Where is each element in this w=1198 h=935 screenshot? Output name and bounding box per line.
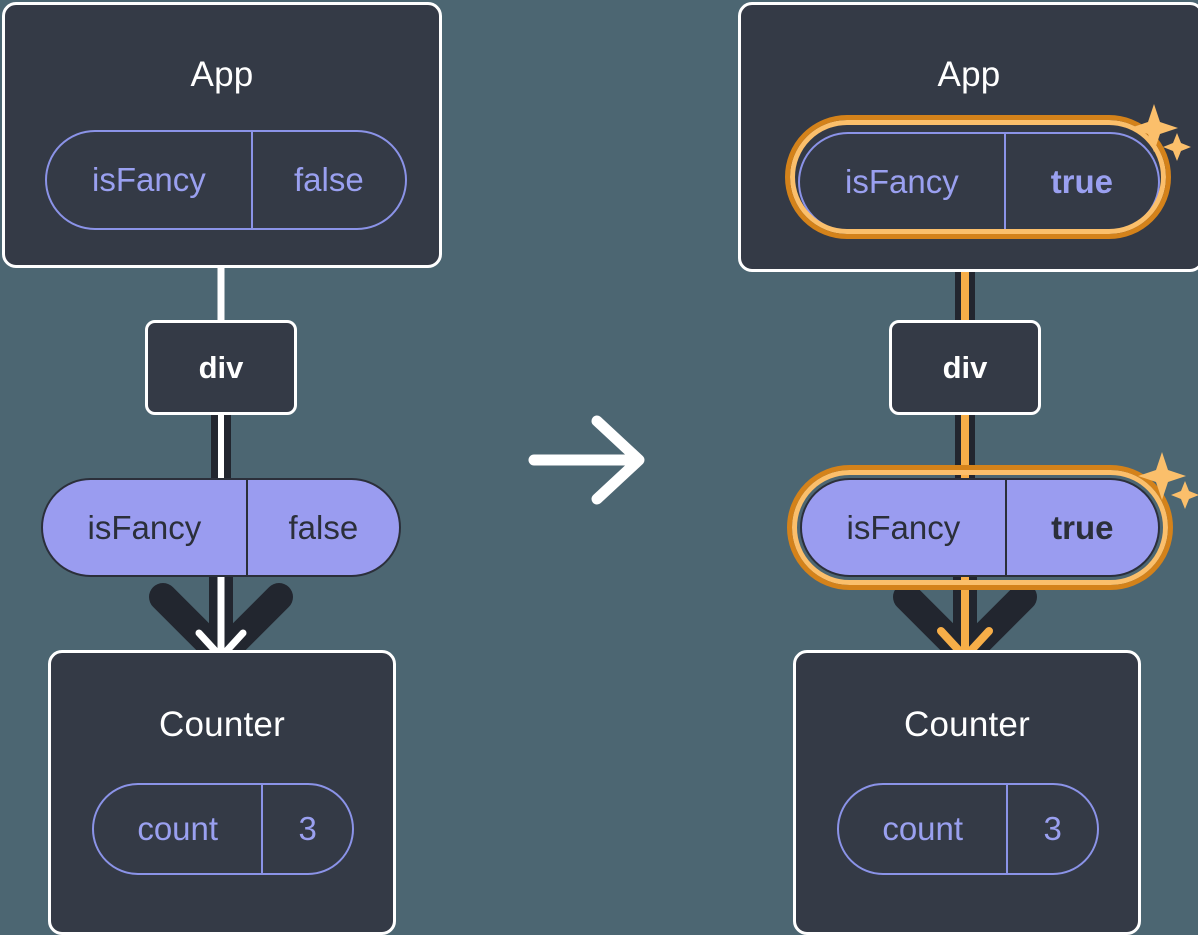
app-title-before: App xyxy=(190,55,254,94)
sparkle-large-icon xyxy=(1138,452,1186,500)
counter-title-after: Counter xyxy=(904,705,1030,744)
counter-state-pill-after: count 3 xyxy=(837,783,1099,875)
prop-pill-name-after: isFancy xyxy=(846,508,961,546)
sparkle-small-icon xyxy=(1171,481,1198,509)
prop-pill-sparkles-after xyxy=(1138,452,1198,509)
prop-pill-value-before: false xyxy=(245,480,399,575)
div-element-box-before: div xyxy=(145,320,297,415)
prop-pill-value-after: true xyxy=(1004,480,1158,575)
counter-state-pill-name-before: count xyxy=(137,810,219,847)
div-element-box-after: div xyxy=(889,320,1041,415)
sparkle-large-icon xyxy=(1130,104,1178,152)
app-state-pill-value-after: true xyxy=(1003,134,1158,230)
app-box-after: App isFancy true xyxy=(738,2,1198,272)
prop-pill-name-before: isFancy xyxy=(87,508,202,546)
counter-box-before: Counter count 3 xyxy=(48,650,396,935)
app-state-pill-before: isFancy false xyxy=(45,130,407,230)
counter-state-pill-value-after: 3 xyxy=(1006,785,1097,873)
sparkle-small-icon xyxy=(1163,133,1191,161)
counter-state-pill-value-before: 3 xyxy=(261,785,352,873)
transition-arrow-icon xyxy=(528,415,645,505)
div-element-label-after: div xyxy=(942,349,988,385)
counter-title-before: Counter xyxy=(159,705,285,744)
app-box-before: App isFancy false xyxy=(2,2,442,268)
counter-state-pill-before: count 3 xyxy=(92,783,354,875)
div-element-label-before: div xyxy=(198,349,244,385)
app-state-pill-value-before: false xyxy=(250,132,405,228)
app-title-after: App xyxy=(937,55,1001,94)
counter-state-pill-name-after: count xyxy=(882,810,964,847)
prop-pill-after: isFancy true xyxy=(800,478,1160,577)
prop-pill-before: isFancy false xyxy=(41,478,401,577)
app-state-pill-name-after: isFancy xyxy=(845,163,959,200)
app-state-pill-name-before: isFancy xyxy=(92,161,206,198)
app-pill-sparkles-after xyxy=(1130,104,1191,161)
